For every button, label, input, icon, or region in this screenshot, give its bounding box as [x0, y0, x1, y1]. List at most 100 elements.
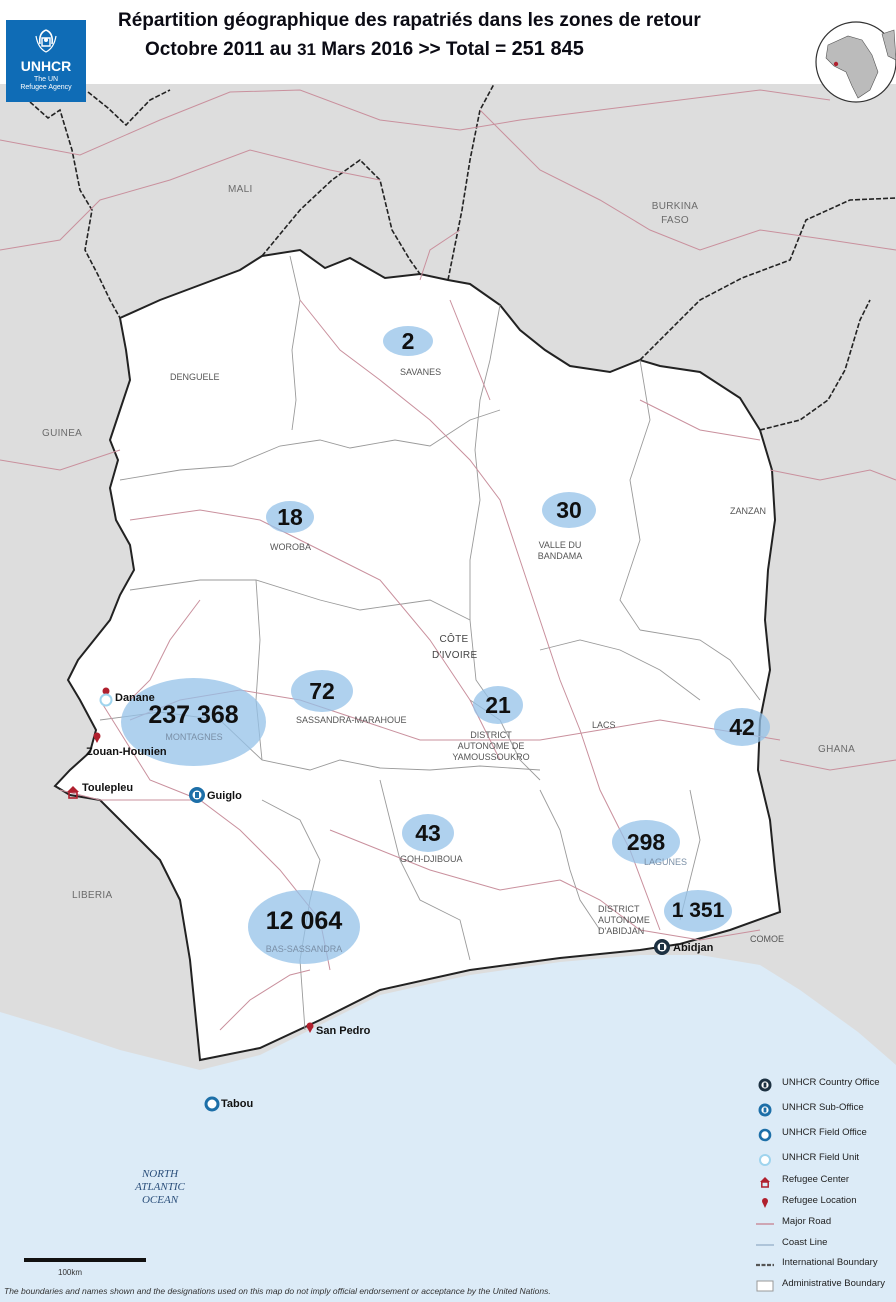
- bubble-goh: [402, 814, 454, 852]
- city-label-danane: Danane: [115, 692, 155, 704]
- bubble-sassandra: [291, 670, 353, 712]
- map-header: UNHCR The UN Refugee Agency Répartition …: [0, 0, 896, 102]
- legend-label-refugee-location: Refugee Location: [782, 1195, 857, 1206]
- legend-label-field-office: UNHCR Field Office: [782, 1127, 867, 1138]
- region-label-bandama: VALLE DU BANDAMA: [520, 540, 600, 562]
- count-bandama: 30: [556, 497, 582, 523]
- region-label-bandama-line2: BANDAMA: [537, 551, 583, 561]
- major-road-symbol: [756, 1223, 774, 1225]
- count-savanes: 2: [401, 328, 415, 354]
- city-label-tabou: Tabou: [221, 1098, 254, 1110]
- region-label-denguele: DENGUELE: [170, 372, 220, 382]
- ocean-label-line3: OCEAN: [141, 1194, 179, 1206]
- map-subtitle: Octobre 2011 au 31 Mars 2016 >> Total = …: [145, 38, 584, 61]
- country-label-cote-line1: CÔTE: [439, 634, 469, 645]
- bubble-comoe: [714, 708, 770, 746]
- city-label-abidjan: Abidjan: [673, 942, 714, 954]
- bubble-abidjan: [664, 890, 732, 932]
- refugee-center-icon: [67, 786, 79, 799]
- bubble-savanes: [383, 326, 433, 356]
- country-label-cote-line2: D'IVOIRE: [432, 650, 478, 661]
- region-label-bas-sassandra: BAS-SASSANDRA: [265, 944, 343, 954]
- globe-locator-icon: [815, 21, 896, 103]
- legend-item-refugee-center: Refugee Center: [752, 1173, 896, 1191]
- ocean-label-line1: NORTH: [141, 1168, 179, 1180]
- bubble-bas-sassandra: [248, 890, 360, 964]
- ocean-label-line2: ATLANTIC: [135, 1181, 185, 1193]
- region-label-bandama-line1: VALLE DU: [538, 540, 582, 550]
- bubble-lagunes: [612, 820, 680, 864]
- legend-item-major-road: Major Road: [752, 1215, 896, 1233]
- city-label-san-pedro: San Pedro: [316, 1025, 371, 1037]
- country-label-cote-divoire: CÔTE D'IVOIRE: [432, 632, 478, 664]
- legend-item-field-office: UNHCR Field Office: [752, 1126, 896, 1144]
- count-abidjan: 1 351: [671, 899, 725, 922]
- ocean-label: NORTH ATLANTIC OCEAN: [110, 1168, 210, 1207]
- region-label-abidjan-line2: AUTONOME: [598, 915, 650, 925]
- region-label-yam-line2: AUTONOME DE: [457, 741, 525, 751]
- unhcr-logo: UNHCR The UN Refugee Agency: [6, 20, 86, 102]
- legend-item-country-office: UNHCR Country Office: [752, 1076, 896, 1094]
- legend-label-field-unit: UNHCR Field Unit: [782, 1152, 860, 1163]
- region-label-montagnes: MONTAGNES: [165, 732, 223, 742]
- region-label-abidjan-line1: DISTRICT: [598, 904, 640, 914]
- major-roads: [0, 89, 896, 1031]
- subtitle-total: 251 845: [511, 38, 584, 60]
- refugee-location-icon: [306, 1022, 314, 1033]
- disclaimer: The boundaries and names shown and the d…: [4, 1286, 551, 1296]
- unhcr-sub-office-icon: [758, 1103, 772, 1117]
- count-lagunes: 298: [626, 829, 666, 855]
- subtitle-day: 31: [297, 40, 316, 59]
- country-label-liberia: LIBERIA: [72, 890, 113, 901]
- count-bas-sassandra: 12 064: [265, 907, 343, 935]
- unhcr-field-unit-icon: [759, 1154, 771, 1166]
- legend-item-refugee-location: Refugee Location: [752, 1194, 896, 1212]
- region-label-comoe: COMOE: [750, 934, 785, 944]
- unhcr-country-office-icon: [654, 939, 670, 955]
- international-boundary-symbol: [756, 1263, 774, 1267]
- legend-label-coast-line: Coast Line: [782, 1237, 828, 1248]
- legend-label-international-boundary: International Boundary: [782, 1257, 878, 1268]
- coast-line-symbol: [756, 1244, 774, 1246]
- country-label-burkina-line1: BURKINA: [651, 201, 699, 212]
- logo-subtitle-line2: Refugee Agency: [20, 84, 72, 91]
- unhcr-sub-office-icon: [189, 787, 205, 803]
- country-label-burkina: BURKINA FASO: [650, 200, 700, 228]
- legend-item-field-unit: UNHCR Field Unit: [752, 1151, 896, 1169]
- refugee-location-icon: [762, 1198, 768, 1208]
- region-label-abidjan-line3: D'ABIDJAN: [598, 926, 645, 936]
- unhcr-logo-icon: [35, 29, 57, 53]
- region-label-yamoussoukro: DISTRICT AUTONOME DE YAMOUSSOUKRO: [446, 730, 536, 763]
- logo-subtitle-line1: The UN: [33, 76, 59, 83]
- count-montagnes: 237 368: [148, 701, 239, 729]
- refugee-location-icon: [93, 732, 101, 743]
- legend-item-coast-line: Coast Line: [752, 1236, 896, 1254]
- count-comoe: 42: [729, 714, 755, 740]
- count-yamoussoukro: 21: [485, 692, 511, 718]
- region-label-abidjan: DISTRICT AUTONOME D'ABIDJAN: [598, 904, 666, 937]
- region-label-lagunes: LAGUNES: [644, 857, 688, 867]
- unhcr-field-office-icon: [204, 1096, 220, 1112]
- header-band: [0, 0, 896, 84]
- region-label-sassandra: SASSANDRA-MARAHOUE: [296, 715, 407, 725]
- city-label-zouan-hounien: Zouan-Hounien: [86, 746, 167, 758]
- international-boundaries: [29, 83, 896, 431]
- admin-boundaries: [99, 255, 761, 1031]
- city-label-toulepleu: Toulepleu: [82, 782, 134, 794]
- count-sassandra: 72: [309, 678, 335, 704]
- region-label-savanes: SAVANES: [400, 367, 442, 377]
- bubble-montagnes: [121, 678, 266, 766]
- unhcr-field-unit-icon: [99, 693, 113, 707]
- bubble-bandama: [542, 492, 596, 528]
- unhcr-country-office-icon: [758, 1078, 772, 1092]
- refugee-center-icon: [760, 1177, 770, 1188]
- bubble-yamoussoukro: [473, 686, 523, 724]
- count-woroba: 18: [277, 504, 303, 530]
- legend-label-sub-office: UNHCR Sub-Office: [782, 1102, 864, 1113]
- country-label-guinea: GUINEA: [42, 428, 83, 439]
- count-goh: 43: [415, 820, 441, 846]
- city-label-guiglo: Guiglo: [207, 790, 242, 802]
- scale-label: 100km: [58, 1268, 83, 1277]
- logo-subtitle: The UN Refugee Agency: [6, 76, 86, 92]
